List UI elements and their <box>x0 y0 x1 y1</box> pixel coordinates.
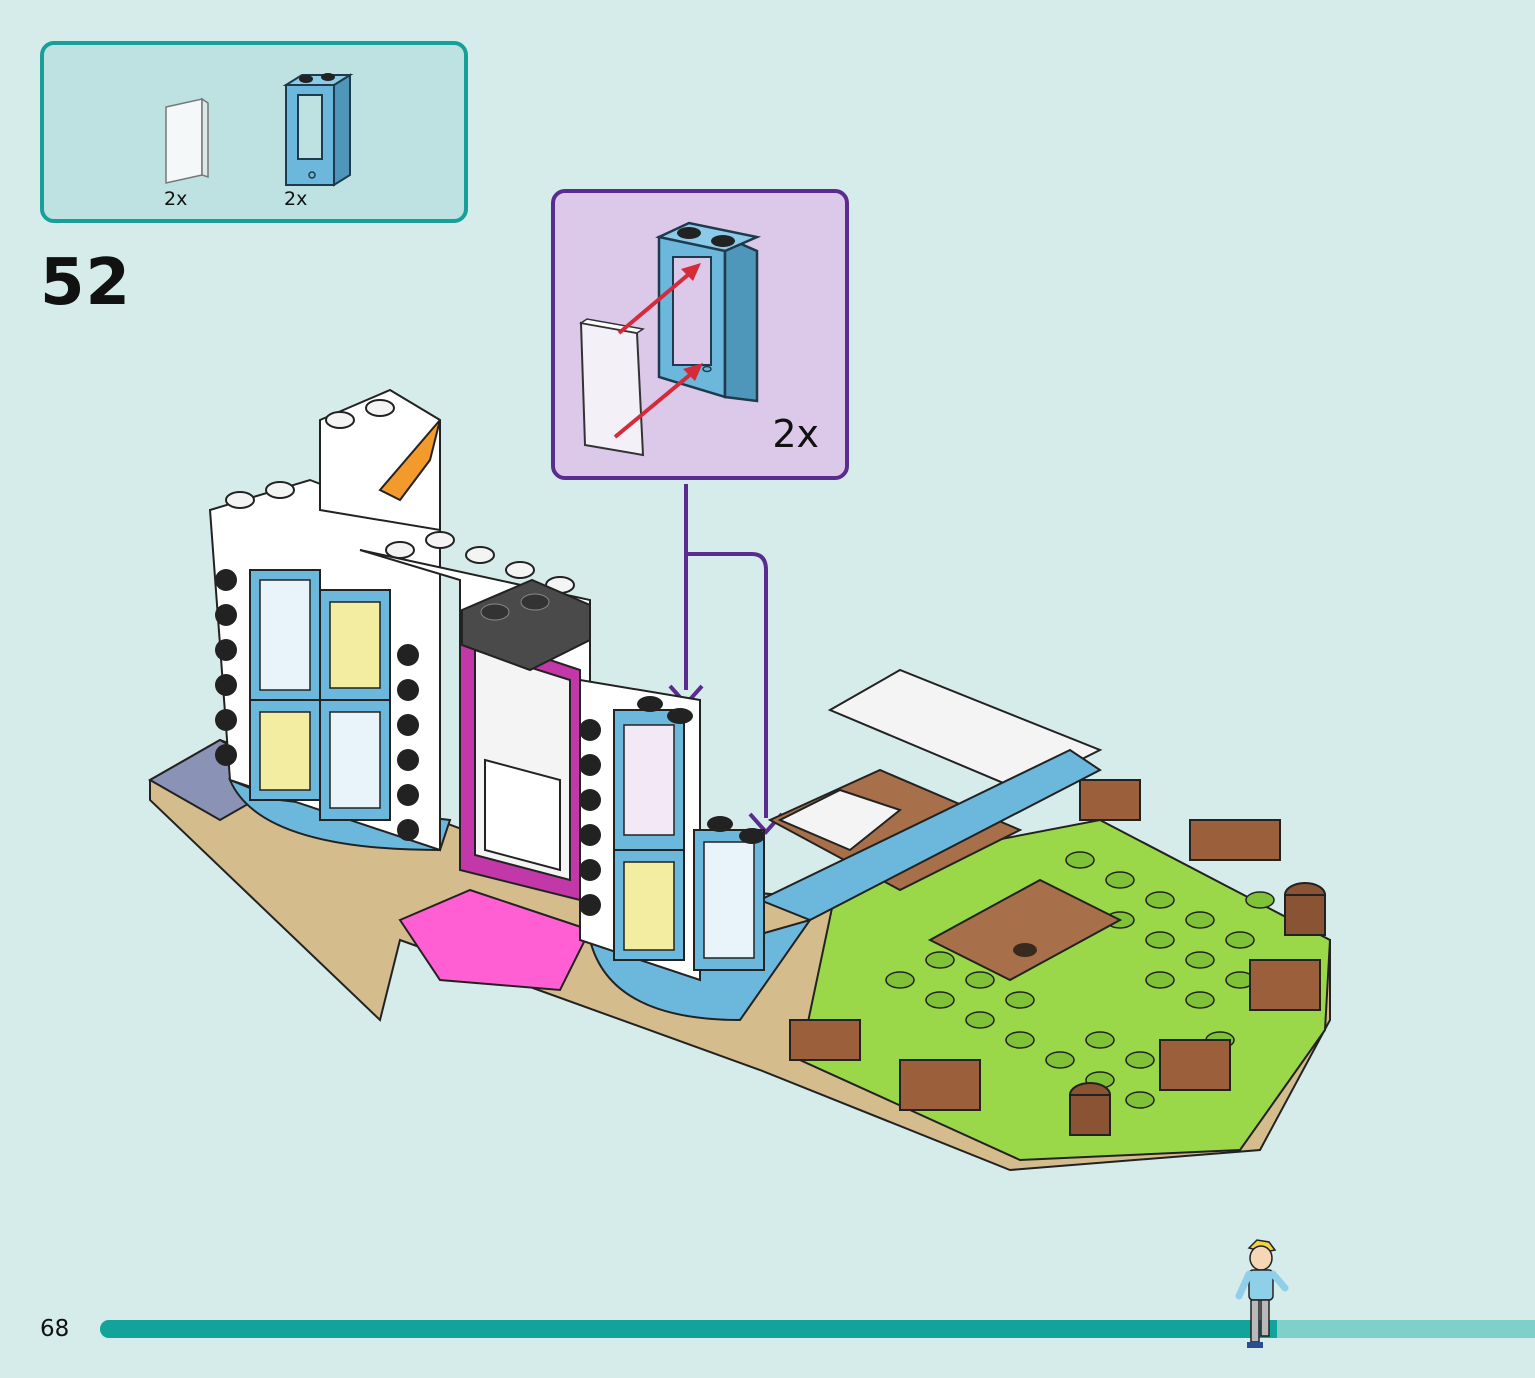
window-frame-part-icon <box>282 67 356 192</box>
window-frame-quantity: 2x <box>284 188 308 210</box>
sub-assembly-callout: 2x <box>551 189 849 480</box>
progress-bar <box>100 1320 1535 1338</box>
step-number: 52 <box>40 246 132 320</box>
progress-bar-fill <box>100 1320 1277 1338</box>
parts-list-box: 2x 2x <box>40 41 468 223</box>
glass-pane-part-icon <box>162 97 212 192</box>
page-number: 68 <box>40 1316 70 1342</box>
glass-pane-quantity: 2x <box>164 188 188 210</box>
minifigure-icon <box>1235 1238 1295 1355</box>
sub-assembly-illustration <box>579 221 762 457</box>
model-illustration <box>140 380 1340 1185</box>
callout-quantity: 2x <box>772 412 819 456</box>
